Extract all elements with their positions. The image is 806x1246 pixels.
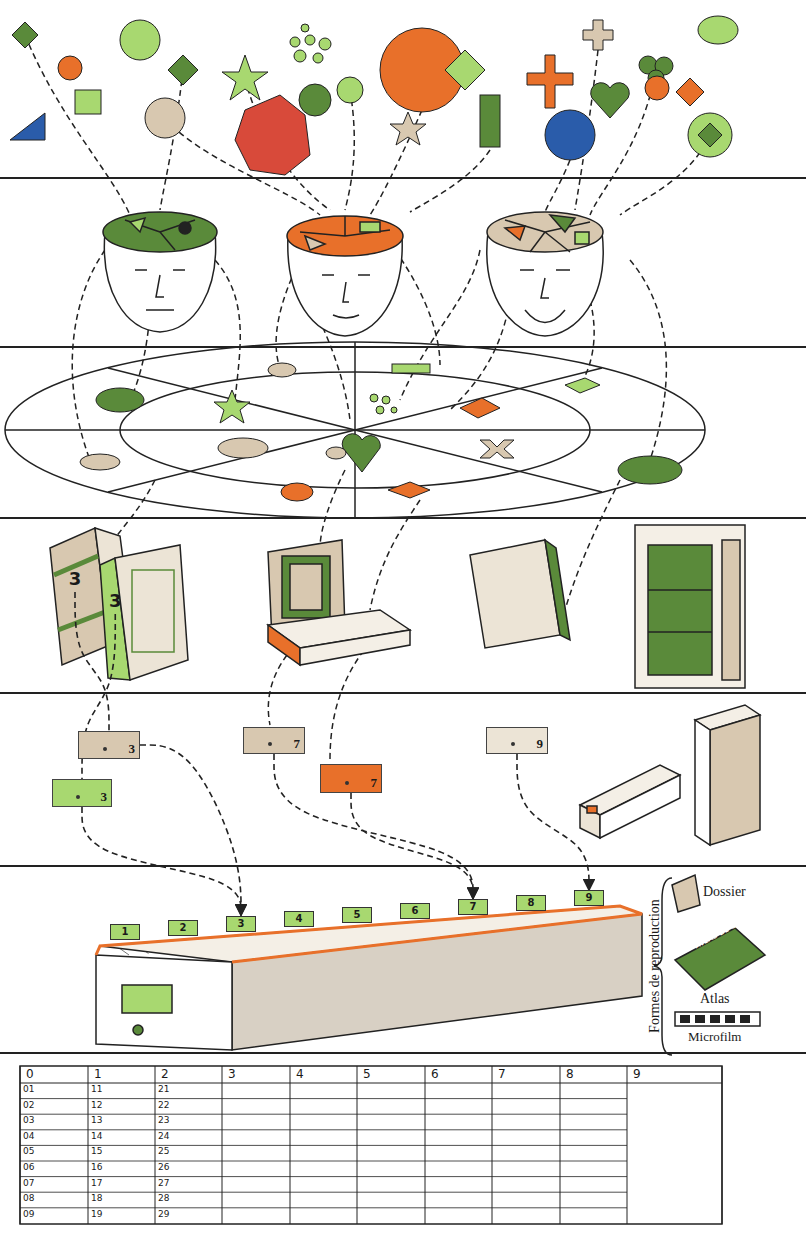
table-cell: 02 — [23, 1101, 34, 1110]
number-label: 4 — [296, 914, 303, 924]
table-header: 9 — [633, 1068, 641, 1081]
table-cell: 26 — [158, 1163, 169, 1172]
table-cell: 04 — [23, 1132, 34, 1141]
number-label: 9 — [537, 737, 544, 750]
number-label: 3 — [101, 790, 108, 803]
drawer-tab: 6 — [400, 903, 430, 919]
drawer-tab: 5 — [342, 907, 372, 923]
table-header: 5 — [363, 1068, 371, 1081]
number-label: 7 — [470, 902, 477, 912]
table-cell: 09 — [23, 1210, 34, 1219]
table-cell: 25 — [158, 1147, 169, 1156]
book-spine: 3 — [62, 566, 88, 592]
table-cell: 19 — [91, 1210, 102, 1219]
drawer-tab: 2 — [168, 920, 198, 936]
table-cell: 28 — [158, 1194, 169, 1203]
number-label: 3 — [129, 742, 136, 755]
number-label: 5 — [354, 910, 361, 920]
index-card: 3 — [52, 779, 112, 807]
table-cell: 16 — [91, 1163, 102, 1172]
table-cell: 18 — [91, 1194, 102, 1203]
table-cell: 24 — [158, 1132, 169, 1141]
table-cell: 07 — [23, 1179, 34, 1188]
drawer-tab: 9 — [574, 890, 604, 906]
index-card: 7 — [243, 727, 305, 754]
index-card: 7 — [320, 764, 382, 793]
form-label: Atlas — [700, 992, 730, 1007]
table-cell: 29 — [158, 1210, 169, 1219]
table-header: 7 — [498, 1068, 506, 1081]
table-cell: 08 — [23, 1194, 34, 1203]
table-cell: 11 — [91, 1085, 102, 1094]
table-header: 0 — [26, 1068, 34, 1081]
dashed-connector — [517, 754, 589, 890]
table-header: 2 — [161, 1068, 169, 1081]
number-label: 1 — [122, 927, 129, 937]
number-label: 3 — [109, 592, 122, 610]
drawer-tab: 8 — [516, 895, 546, 911]
form-label: Dossier — [703, 885, 746, 900]
number-label: 6 — [412, 906, 419, 916]
number-label: 7 — [371, 776, 378, 789]
number-label: 3 — [238, 919, 245, 929]
number-label: 3 — [69, 570, 82, 588]
dashed-connector — [140, 745, 241, 916]
number-label: 7 — [294, 737, 301, 750]
drawer-tab: 1 — [110, 924, 140, 940]
dashed-connector — [82, 807, 241, 916]
index-card: 9 — [486, 727, 548, 754]
dashed-connector — [351, 793, 473, 899]
table-cell: 03 — [23, 1116, 34, 1125]
table-header: 4 — [296, 1068, 304, 1081]
book-spine: 3 — [104, 588, 127, 614]
table-cell: 01 — [23, 1085, 34, 1094]
table-header: 1 — [94, 1068, 102, 1081]
bracket-caption: Formes de reproduction — [648, 876, 663, 1056]
table-cell: 22 — [158, 1101, 169, 1110]
table-cell: 27 — [158, 1179, 169, 1188]
index-card: 3 — [78, 731, 140, 759]
form-label: Microfilm — [688, 1030, 741, 1044]
number-label: 2 — [180, 923, 187, 933]
drawer-tab: 4 — [284, 911, 314, 927]
drawer-tab: 3 — [226, 916, 256, 932]
table-cell: 14 — [91, 1132, 102, 1141]
table-cell: 06 — [23, 1163, 34, 1172]
table-cell: 13 — [91, 1116, 102, 1125]
table-header: 3 — [228, 1068, 236, 1081]
dashed-connector — [274, 754, 473, 899]
table-header: 6 — [431, 1068, 439, 1081]
table-cell: 15 — [91, 1147, 102, 1156]
table-cell: 05 — [23, 1147, 34, 1156]
table-cell: 12 — [91, 1101, 102, 1110]
table-cell: 23 — [158, 1116, 169, 1125]
number-label: 8 — [528, 898, 535, 908]
table-cell: 21 — [158, 1085, 169, 1094]
table-cell: 17 — [91, 1179, 102, 1188]
table-header: 8 — [566, 1068, 574, 1081]
dashed-connector — [75, 592, 109, 731]
drawer-tab: 7 — [458, 899, 488, 915]
number-label: 9 — [586, 893, 593, 903]
